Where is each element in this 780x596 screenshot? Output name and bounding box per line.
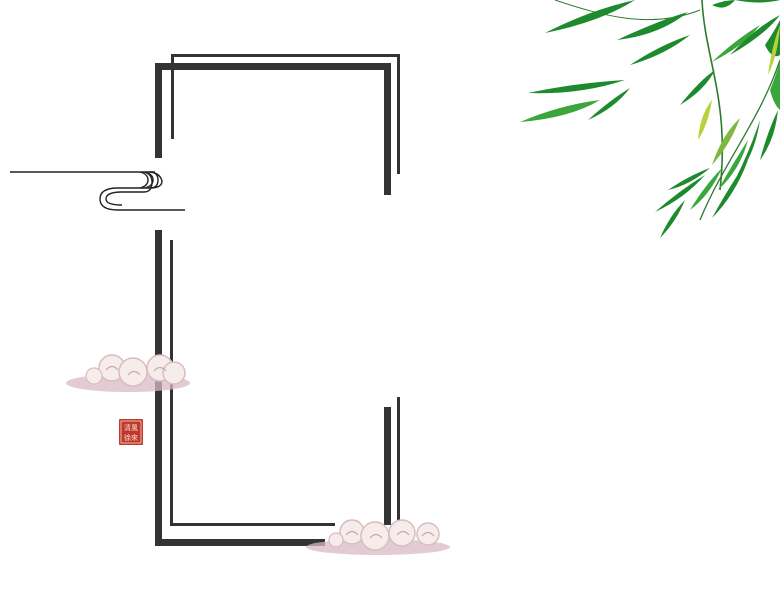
frame-inner-bottom: [170, 523, 335, 526]
frame-bottom-bar: [155, 539, 325, 546]
cloud-left: [66, 354, 190, 392]
ink-frame: [155, 54, 400, 546]
frame-inner-top: [171, 54, 400, 57]
cloud-bottom: [306, 519, 450, 555]
frame-inner-left-upper: [171, 54, 174, 139]
red-seal-stamp: 清風 徐來: [119, 419, 143, 445]
frame-right-bar-lower: [384, 407, 391, 525]
frame-inner-right-lower: [397, 397, 400, 532]
seal-text-bottom: 徐來: [124, 433, 138, 442]
scroll-line-ornament: [10, 171, 185, 211]
frame-left-bar-upper: [155, 63, 162, 158]
seal-text-top: 清風: [124, 423, 138, 432]
willow-branch: [520, 0, 780, 238]
frame-right-bar-upper: [384, 63, 391, 195]
frame-inner-right-upper: [397, 54, 400, 174]
frame-top-bar: [155, 63, 391, 70]
